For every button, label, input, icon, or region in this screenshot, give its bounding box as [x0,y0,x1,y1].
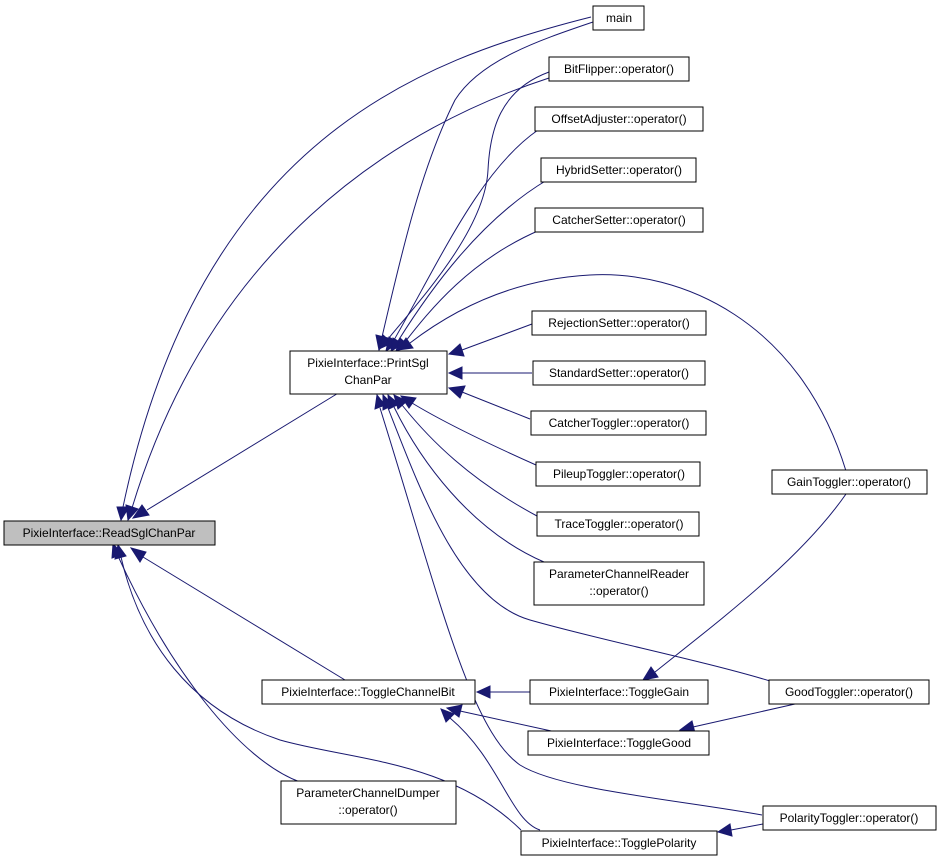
svg-text:PixieInterface::PrintSgl: PixieInterface::PrintSgl [307,356,428,370]
edge-catchersetter-to-print [395,229,541,352]
edge-reader-to-print [387,393,545,563]
node-parameter-channel-dumper[interactable]: ParameterChannelDumper ::operator() [280,780,457,825]
node-goodtoggler-operator[interactable]: GoodToggler::operator() [768,679,930,705]
svg-text:StandardSetter::operator(): StandardSetter::operator() [549,366,689,380]
edge-polaritytoggler-to-togglepolarity [716,823,764,837]
svg-text:PixieInterface::ToggleGood: PixieInterface::ToggleGood [547,736,691,750]
node-pileuptoggler-operator[interactable]: PileupToggler::operator() [535,461,701,487]
edge-hybrid-to-print [390,179,548,352]
edge-rejection-to-print [447,323,533,357]
svg-text:GainToggler::operator(): GainToggler::operator() [787,475,911,489]
svg-text:HybridSetter::operator(): HybridSetter::operator() [556,163,682,177]
svg-text:BitFlipper::operator(): BitFlipper::operator() [564,62,674,76]
node-toggle-polarity[interactable]: PixieInterface::TogglePolarity [520,830,718,856]
svg-text:::operator(): ::operator() [589,584,648,598]
node-gaintoggler-operator[interactable]: GainToggler::operator() [771,469,928,495]
node-read-sgl-chan-par[interactable]: PixieInterface::ReadSglChanPar [3,520,216,546]
node-catchersetter-operator[interactable]: CatcherSetter::operator() [534,207,704,233]
svg-text:PixieInterface::ToggleChannelB: PixieInterface::ToggleChannelBit [281,685,455,699]
node-main[interactable]: main [592,5,645,31]
svg-text:main: main [606,11,632,25]
svg-text:ChanPar: ChanPar [344,373,391,387]
node-toggle-good[interactable]: PixieInterface::ToggleGood [527,730,710,756]
edge-bitflipper-to-read [125,77,550,522]
node-bitflipper-operator[interactable]: BitFlipper::operator() [548,56,690,82]
node-parameterchannelreader-operator[interactable]: ParameterChannelReader ::operator() [533,561,705,606]
svg-text:PixieInterface::TogglePolarity: PixieInterface::TogglePolarity [542,836,697,850]
node-toggle-channel-bit[interactable]: PixieInterface::ToggleChannelBit [261,679,476,705]
node-offsetadjuster-operator[interactable]: OffsetAdjuster::operator() [534,106,704,132]
svg-text:PixieInterface::ToggleGain: PixieInterface::ToggleGain [549,685,689,699]
edge-print-to-read [131,391,341,519]
edge-goodtoggler-to-print [382,393,771,682]
svg-text:GoodToggler::operator(): GoodToggler::operator() [785,685,913,699]
edge-goodtoggler-to-togglegood [678,703,796,734]
edge-gaintoggler-to-togglegain [641,493,847,681]
edge-catchertoggler-to-print [447,385,531,420]
svg-text:PolarityToggler::operator(): PolarityToggler::operator() [780,811,919,825]
edge-togglegood-to-togglebit [445,704,557,733]
svg-text:CatcherSetter::operator(): CatcherSetter::operator() [552,213,685,227]
node-toggle-gain[interactable]: PixieInterface::ToggleGain [529,679,709,705]
svg-text:ParameterChannelDumper: ParameterChannelDumper [296,786,439,800]
svg-text:::operator(): ::operator() [338,803,397,817]
svg-text:PixieInterface::ReadSglChanPar: PixieInterface::ReadSglChanPar [23,526,196,540]
node-print-sgl-chan-par[interactable]: PixieInterface::PrintSgl ChanPar [289,350,448,395]
svg-text:TraceToggler::operator(): TraceToggler::operator() [555,517,684,531]
edge-standard-to-print [447,366,532,380]
svg-text:CatcherToggler::operator(): CatcherToggler::operator() [549,416,690,430]
edge-togglegain-to-togglebit [475,685,530,699]
edge-bitflipper-to-print [378,71,550,350]
edge-main-to-read [116,16,592,522]
node-hybridsetter-operator[interactable]: HybridSetter::operator() [540,157,697,183]
edge-polaritytoggler-to-print [374,393,763,816]
edge-dumper-to-read [111,542,301,783]
edge-togglebit-to-read [129,547,346,681]
edge-togglepolarity-to-togglebit [440,708,541,831]
svg-text:ParameterChannelReader: ParameterChannelReader [549,567,689,581]
edge-gaintoggler-to-print [396,274,847,472]
node-tracetoggler-operator[interactable]: TraceToggler::operator() [536,511,700,537]
svg-text:RejectionSetter::operator(): RejectionSetter::operator() [548,316,689,330]
edge-offset-to-print [385,129,539,353]
node-catchertoggler-operator[interactable]: CatcherToggler::operator() [530,410,707,436]
node-standardsetter-operator[interactable]: StandardSetter::operator() [532,360,706,386]
node-rejectionsetter-operator[interactable]: RejectionSetter::operator() [531,310,707,336]
svg-text:OffsetAdjuster::operator(): OffsetAdjuster::operator() [551,112,686,126]
svg-text:PileupToggler::operator(): PileupToggler::operator() [553,467,685,481]
node-polaritytoggler-operator[interactable]: PolarityToggler::operator() [762,805,937,831]
